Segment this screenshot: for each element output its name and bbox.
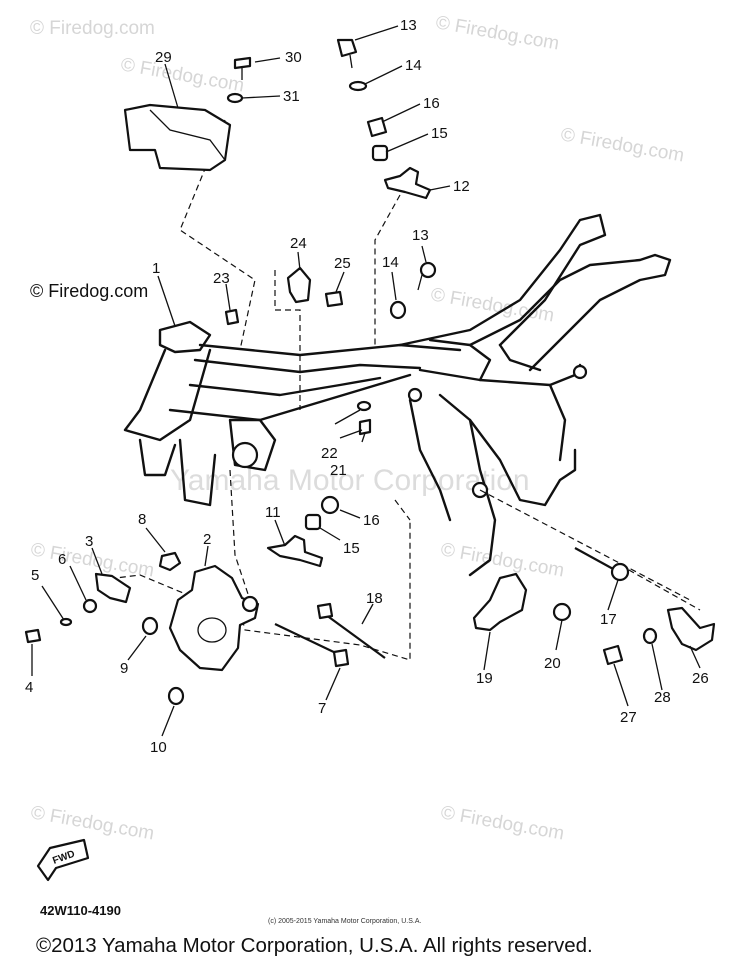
callout-31: 31 <box>283 88 300 105</box>
part-24-clamp <box>286 266 312 304</box>
callout-27: 27 <box>620 709 637 726</box>
watermark: © Firedog.com <box>434 12 561 54</box>
part-2-bracket <box>168 564 260 672</box>
callout-30: 30 <box>285 49 302 66</box>
center-watermark: Yamaha Motor Corporation <box>170 464 530 497</box>
callout-24: 24 <box>290 235 307 252</box>
callout-18: 18 <box>366 590 383 607</box>
part-9-washer <box>141 616 159 636</box>
callout-11: 11 <box>265 504 281 521</box>
part-19-bracket <box>472 572 528 632</box>
callout-14-mid: 14 <box>382 254 399 271</box>
part-6-nut <box>82 598 98 614</box>
callout-16-mid: 16 <box>363 512 380 529</box>
callout-29: 29 <box>155 49 172 66</box>
part-number: 42W110-4190 <box>40 903 121 918</box>
callout-4: 4 <box>25 679 33 696</box>
part-22-21-bolt <box>356 400 372 443</box>
callout-25: 25 <box>334 255 351 272</box>
fwd-arrow: FWD <box>36 838 90 882</box>
part-3-clip <box>94 572 132 604</box>
callout-22: 22 <box>321 445 338 462</box>
part-14-washer-mid <box>389 300 407 320</box>
part-18-bolt <box>274 602 386 668</box>
callout-9: 9 <box>120 660 128 677</box>
callout-13-top: 13 <box>400 17 417 34</box>
part-5-bolt <box>41 585 73 627</box>
part-13-bolt-top <box>336 38 358 69</box>
watermark: © Firedog.com <box>29 802 156 844</box>
callout-12: 12 <box>453 178 470 195</box>
callout-16-top: 16 <box>423 95 440 112</box>
callout-7: 7 <box>318 700 326 717</box>
part-14-washer-top <box>348 80 368 92</box>
callout-13-mid: 13 <box>412 227 429 244</box>
part-13-bolt-mid <box>417 261 437 291</box>
part-27-bolt <box>602 644 624 666</box>
watermark: © Firedog.com <box>559 124 686 166</box>
callout-15-mid: 15 <box>343 540 360 557</box>
callout-23: 23 <box>213 270 230 287</box>
part-8-nut <box>158 551 182 572</box>
part-15-top <box>371 144 389 162</box>
part-4-bolt <box>24 628 42 644</box>
callout-26: 26 <box>692 670 709 687</box>
callout-6: 6 <box>58 551 66 568</box>
part-15-mid <box>304 513 322 531</box>
callout-10: 10 <box>150 739 167 756</box>
watermark: © Firedog.com <box>439 539 566 581</box>
watermark: © Firedog.com <box>439 802 566 844</box>
part-30-bolt <box>233 56 252 80</box>
part-12-bracket <box>383 166 432 200</box>
callout-15-top: 15 <box>431 125 448 142</box>
callout-leaders <box>31 25 701 737</box>
callout-28: 28 <box>654 689 671 706</box>
part-17-bolt <box>574 547 630 582</box>
part-23-bolt <box>224 308 240 326</box>
part-20-nut <box>552 602 572 622</box>
part-16-top <box>366 116 388 138</box>
part-25-bolt <box>324 290 344 308</box>
callout-1: 1 <box>152 260 160 277</box>
callout-20: 20 <box>544 655 561 672</box>
part-10-nut <box>167 686 185 706</box>
part-28-washer <box>642 627 658 645</box>
part-26-bracket <box>666 606 716 652</box>
part-31-washer <box>226 92 244 104</box>
part-11-bracket <box>266 534 324 568</box>
callout-17: 17 <box>600 611 617 628</box>
main-frame <box>123 213 672 577</box>
part-29-cover <box>123 103 232 172</box>
callout-8: 8 <box>138 511 146 528</box>
copyright-notice: ©2013 Yamaha Motor Corporation, U.S.A. A… <box>36 934 593 957</box>
callout-2: 2 <box>203 531 211 548</box>
watermark: © Firedog.com <box>30 18 155 39</box>
callout-21: 21 <box>330 462 347 479</box>
small-copyright: (c) 2005-2015 Yamaha Motor Corporation, … <box>268 918 422 925</box>
callout-19: 19 <box>476 670 493 687</box>
callouts: 1 2 3 4 5 6 7 8 9 10 11 12 13 13 14 14 1… <box>25 17 709 756</box>
watermark: © Firedog.com <box>30 281 148 301</box>
callout-3: 3 <box>85 533 93 550</box>
callout-14-top: 14 <box>405 57 422 74</box>
dashed-leaders <box>99 119 701 661</box>
callout-5: 5 <box>31 567 39 584</box>
watermark: © Firedog.com <box>119 54 246 96</box>
part-16-mid <box>320 495 340 515</box>
watermark: © Firedog.com <box>429 284 556 326</box>
